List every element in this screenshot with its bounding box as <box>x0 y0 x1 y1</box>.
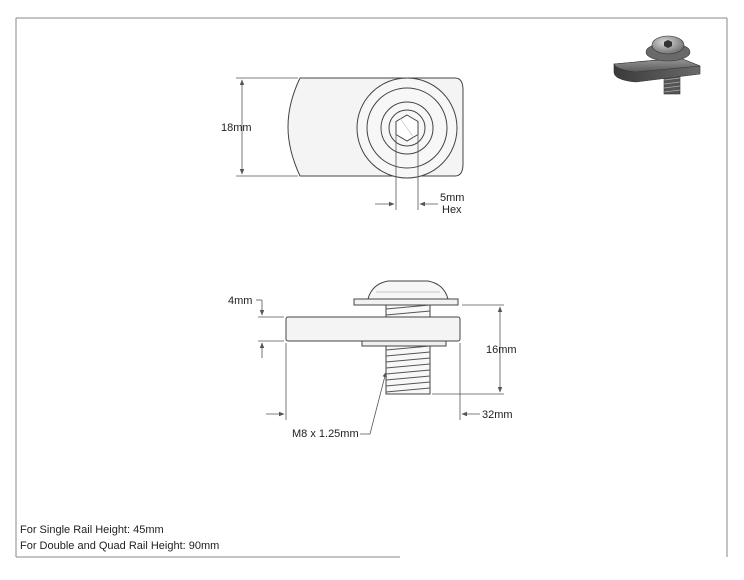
dim-label-4mm: 4mm <box>228 295 253 307</box>
dim-16mm <box>432 304 504 395</box>
dim-label-18mm: 18mm <box>221 122 252 134</box>
tnut-lip <box>361 340 447 347</box>
sheet-border <box>15 17 728 558</box>
dim-label-16mm: 16mm <box>486 344 517 356</box>
side-view <box>285 280 461 395</box>
iso-view <box>613 35 701 95</box>
tnut-plate <box>285 316 461 342</box>
top-view <box>287 77 464 179</box>
thread-leader <box>360 371 387 435</box>
dim-label-5mm: 5mm <box>440 192 465 204</box>
dim-5mm-hex <box>375 134 438 210</box>
note-double-quad-rail: For Double and Quad Rail Height: 90mm <box>20 540 220 552</box>
bolt-thread-lower <box>385 345 431 395</box>
dim-label-thread: M8 x 1.25mm <box>292 428 359 440</box>
dim-label-hex: Hex <box>442 204 462 216</box>
dim-label-32mm: 32mm <box>482 409 513 421</box>
dim-32mm <box>266 343 480 420</box>
thread-hatching <box>385 304 431 393</box>
washer <box>353 298 459 306</box>
dim-18mm <box>236 77 298 177</box>
note-single-rail: For Single Rail Height: 45mm <box>20 524 164 536</box>
bolt-button-head <box>367 280 449 300</box>
dim-4mm <box>256 299 284 358</box>
